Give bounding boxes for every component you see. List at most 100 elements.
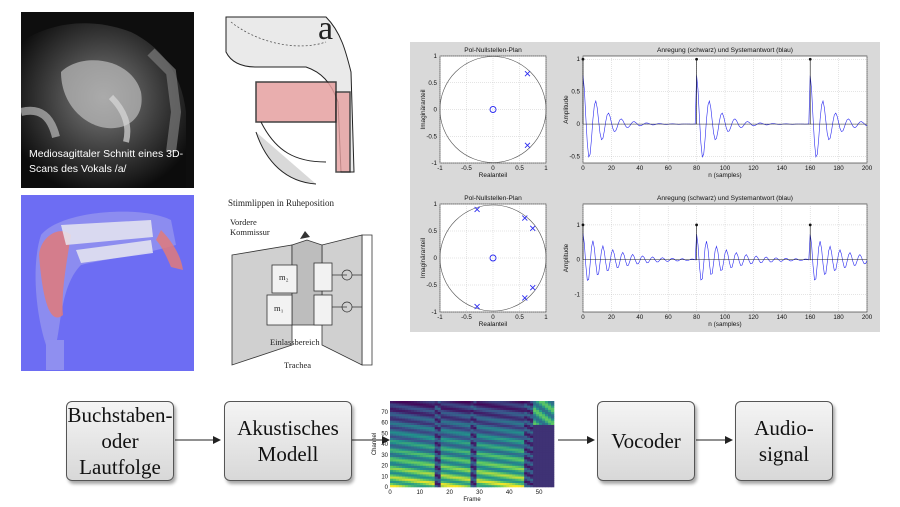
spectrogram-cell	[485, 405, 489, 408]
spectrogram-cell	[533, 405, 537, 408]
spectrogram-cell	[479, 459, 483, 462]
spectrogram-cell	[392, 463, 397, 466]
spectrogram-cell	[428, 422, 433, 425]
spectrogram-cell	[536, 480, 540, 483]
ts-xtick-label: 0	[581, 314, 585, 321]
spectrogram-cell	[407, 437, 412, 440]
spectrogram-cell	[548, 433, 552, 436]
spectrogram-cell	[518, 424, 522, 428]
spectrogram-cell	[548, 459, 552, 462]
spectrogram-cell	[404, 476, 409, 479]
spectrogram-cell	[404, 454, 409, 458]
spectrogram-cell	[542, 452, 546, 456]
spectrogram-cell	[512, 409, 516, 413]
spectrogram-cell	[449, 474, 453, 477]
spectrogram-cell	[533, 420, 537, 423]
spectrogram-cell	[401, 413, 406, 417]
spectrogram-cell	[542, 407, 546, 410]
spectrogram-cell	[506, 465, 510, 468]
spectrogram-cell	[515, 416, 519, 419]
spectrogram-cell	[437, 482, 441, 486]
spectrogram-cell	[488, 422, 492, 425]
spectrogram-cell	[551, 474, 555, 477]
spectrogram-cell	[425, 482, 430, 486]
spectrogram-cell	[494, 424, 498, 428]
spectrogram-cell	[518, 405, 522, 408]
spectrogram-cell	[440, 448, 444, 451]
spectrogram-cell	[392, 467, 397, 471]
spectrogram-cell	[491, 480, 495, 483]
spectrogram-cell	[518, 422, 522, 425]
spectrogram-cell	[419, 474, 424, 477]
vocal-folds-model-drawing: Vordere Kommissur m₂ m₁ Einlassbereich T…	[222, 215, 390, 375]
spectrogram-cell	[485, 480, 489, 483]
spectrogram-cell	[455, 428, 459, 432]
spectrogram-cell	[407, 426, 412, 430]
spectrogram-cell	[509, 456, 513, 460]
spectrogram-cell	[533, 422, 537, 425]
spectrogram-cell	[473, 422, 477, 425]
spectrogram-cell	[515, 471, 519, 475]
spectrogram-cell	[512, 428, 516, 432]
ts-xtick-label: 120	[748, 314, 759, 321]
spectrogram-cell	[515, 465, 519, 468]
spectrogram-cell	[455, 482, 459, 486]
spectrogram-cell	[404, 467, 409, 471]
spectrogram-cell	[437, 444, 441, 447]
spectrogram-cell	[479, 424, 483, 428]
spectrogram-cell	[398, 422, 403, 425]
spectrogram-cell	[542, 478, 546, 481]
spectrogram-cell	[470, 428, 474, 432]
spectrogram-cell	[455, 420, 459, 423]
spectrogram-cell	[485, 478, 489, 481]
spectrogram-cell	[497, 465, 501, 468]
spectrogram-cell	[482, 484, 486, 488]
spectrogram-cell	[446, 482, 450, 486]
pz-ylabel: Imaginäranteil	[420, 89, 427, 129]
spectrogram-cell	[434, 411, 439, 415]
spectrogram-cell	[398, 409, 403, 413]
spectrogram-cell	[536, 456, 540, 460]
spectrogram-cell	[524, 411, 528, 415]
spectrogram-cell	[464, 446, 468, 449]
spectrogram-cell	[467, 420, 471, 423]
spectrogram-cell	[425, 409, 430, 413]
spectrogram-cell	[437, 480, 441, 483]
spectrogram-cell	[431, 416, 436, 419]
spectrogram-cell	[503, 422, 507, 425]
spectrogram-cell	[542, 439, 546, 443]
spectrogram-cell	[404, 474, 409, 477]
spectrogram-cell	[425, 416, 430, 419]
spectrogram-cell	[434, 444, 439, 447]
spectrogram-cell	[461, 459, 465, 462]
spectrogram-cell	[482, 428, 486, 432]
spectrogram-cell	[524, 467, 528, 471]
spectrogram-cell	[431, 407, 436, 410]
spectrogram-cell	[443, 454, 447, 458]
spectrogram-cell	[392, 413, 397, 417]
ts-title: Anregung (schwarz) und Systemantwort (bl…	[657, 47, 793, 54]
spectrogram-cell	[479, 448, 483, 451]
spectrogram-cell	[494, 444, 498, 447]
spectrogram-cell	[494, 478, 498, 481]
spectrogram-cell	[440, 411, 444, 415]
spectrogram-cell	[464, 431, 468, 434]
pz-xtick-label: 0.5	[515, 314, 524, 321]
spectrogram-cell	[479, 454, 483, 458]
spectrogram-cell	[467, 439, 471, 443]
spectrogram-cell	[473, 418, 477, 421]
spectrogram-cell	[455, 461, 459, 464]
spectrogram-cell	[551, 428, 555, 432]
spectrogram-cell	[539, 428, 543, 432]
spectrogram-cell	[509, 471, 513, 475]
spectrogram-cell	[398, 418, 403, 421]
spectrogram-cell	[452, 433, 456, 436]
spectrogram-cell	[446, 465, 450, 468]
spectrogram-cell	[533, 437, 537, 440]
spectrogram-cell	[440, 441, 444, 445]
spectrogram-cell	[395, 456, 400, 460]
spectrogram-cell	[401, 471, 406, 475]
spectrogram-cell	[407, 454, 412, 458]
spectrogram-cell	[413, 452, 418, 456]
spectrogram-cell	[515, 437, 519, 440]
